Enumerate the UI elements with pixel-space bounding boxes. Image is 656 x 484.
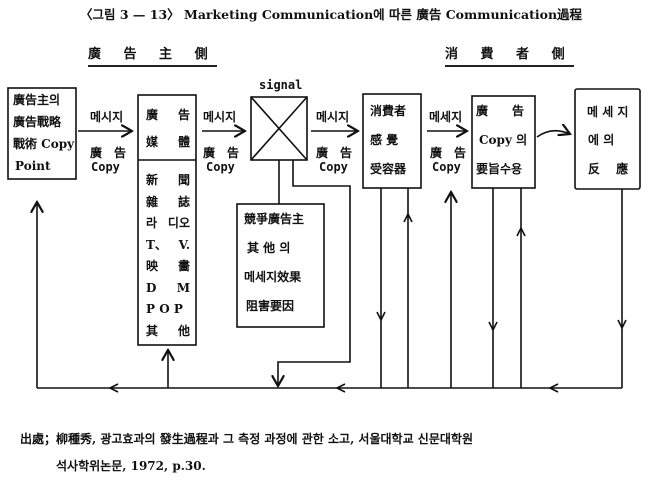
media-item-text: 畵	[177, 259, 190, 273]
arrow-label-ad: 廣 告	[203, 146, 240, 160]
acceptance-line: 要旨수용	[476, 162, 523, 176]
advertiser-line: 廣告主의	[13, 93, 61, 107]
noise-line: 阻害要因	[246, 299, 295, 313]
consumer-side-header: 消 費 者 側	[445, 43, 574, 67]
arrow-label-copy: Copy	[91, 160, 120, 174]
response-box	[574, 88, 641, 190]
media-head-row: 媒體	[146, 135, 190, 149]
media-item-text: T、	[146, 237, 167, 252]
perception-line: 消費者	[370, 104, 407, 118]
media-list-item: 其他	[146, 324, 190, 338]
noise-line: 메세지效果	[244, 270, 302, 284]
media-list-item: P O P	[146, 302, 190, 316]
media-item-text: D	[146, 280, 157, 295]
media-item-text: 라	[146, 216, 158, 230]
media-head-row: 廣告	[146, 108, 190, 122]
media-item-text: 映	[146, 259, 159, 273]
noise-box	[236, 203, 325, 328]
arrow-label-message: 메세지	[429, 110, 463, 124]
arrow-label-ad: 廣 告	[90, 146, 127, 160]
media-item-text: 他	[177, 323, 190, 338]
signal-label: signal	[259, 78, 303, 92]
media-list-item: 新聞	[146, 173, 190, 187]
media-head-char: 體	[177, 135, 190, 149]
advertiser-side-header: 廣 告 主 側	[88, 43, 217, 67]
media-item-text: 디오	[167, 216, 190, 230]
media-item-text: 聞	[177, 173, 190, 187]
perception-box	[362, 93, 422, 189]
media-item-text: 其	[146, 323, 159, 338]
acceptance-box	[471, 95, 536, 189]
acceptance-line: Copy 의	[479, 133, 528, 147]
source-line-2: 석사학위논문, 1972, p.30.	[56, 459, 206, 473]
media-head-char: 告	[177, 108, 190, 122]
response-line: 反 應	[588, 162, 629, 176]
arrow-label-ad: 廣 告	[430, 146, 467, 160]
media-list-item: T、 V.	[146, 238, 190, 252]
media-list-item: 映畵	[146, 259, 190, 273]
arrow-label-ad: 廣 告	[316, 146, 353, 160]
response-line: 에 의	[588, 133, 615, 147]
media-head-char: 媒	[146, 135, 159, 149]
response-line: 메 세 지	[587, 105, 629, 119]
noise-line: 其 他 의	[247, 241, 291, 255]
arrow-label-message: 메시지	[90, 110, 124, 124]
arrow-label-copy: Copy	[432, 160, 461, 174]
arrow-label-copy: Copy	[206, 160, 235, 174]
arrow-5	[536, 131, 570, 138]
arrow-label-message: 메시지	[316, 110, 350, 124]
advertiser-line: 廣告戰略	[13, 115, 62, 129]
media-item-text: 誌	[177, 194, 190, 209]
source-line-1: 出處；柳種秀, 광고효과의 發生過程과 그 측정 과정에 관한 소고, 서울대학…	[20, 432, 473, 446]
advertiser-box	[7, 87, 77, 180]
arrow-label-copy: Copy	[319, 160, 348, 174]
acceptance-line: 廣 告	[476, 104, 525, 118]
perception-line: 受容器	[370, 162, 407, 176]
media-list-item: 雜誌	[146, 195, 190, 209]
media-item-text: V.	[178, 237, 190, 252]
advertiser-line: Point	[15, 159, 51, 173]
figure-title: 〈그림 3 — 13〉 Marketing Communication에 따른 …	[80, 7, 583, 22]
media-item-text: 雜	[146, 194, 159, 209]
advertiser-line: 戰術 Copy	[13, 137, 75, 151]
media-head-char: 廣	[146, 108, 159, 122]
media-list-item: 라 디오	[146, 216, 190, 230]
perception-line: 感 覺	[370, 133, 399, 147]
noise-line: 競爭廣告主	[244, 212, 305, 226]
arrow-label-message: 메시지	[203, 110, 237, 124]
media-box	[137, 94, 197, 346]
media-item-text: M	[176, 280, 190, 295]
media-item-text: 新	[146, 173, 159, 187]
media-item-text: P O P	[146, 302, 183, 316]
